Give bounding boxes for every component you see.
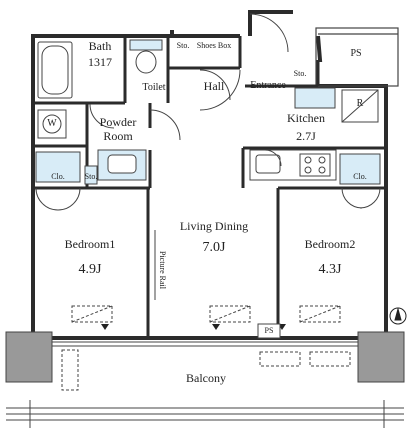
ps-top-label: PS [350, 48, 362, 59]
vanity-sink [97, 149, 147, 181]
bath-size-label: 1317 [88, 55, 112, 69]
columns [5, 331, 405, 383]
closets [35, 151, 381, 185]
bedroom1-label: Bedroom1 [64, 237, 116, 251]
dashed-units [61, 305, 351, 391]
living-dining-label: Living Dining [179, 219, 249, 233]
hall-label: Hall [203, 79, 225, 93]
shoes-box-label: Shoes Box [196, 41, 232, 50]
ps-box-bottom [257, 323, 281, 339]
storage-label-2: Sto. [293, 69, 307, 78]
balcony [6, 400, 404, 428]
closet-right-label: Clo. [353, 172, 367, 181]
ps-bottom-label: PS [264, 326, 274, 335]
balcony-label: Balcony [186, 371, 226, 385]
bedroom1-size-label: 4.9J [78, 262, 102, 277]
picture-rail-label: Picture Rail [158, 251, 167, 289]
toilet-fixture [129, 39, 163, 74]
closet-left-label: Clo. [51, 172, 65, 181]
refrigerator-label: R [356, 98, 364, 109]
compass-icon [389, 307, 407, 325]
powder-room-label-2: Room [103, 129, 133, 143]
ps-shaft-top [315, 27, 399, 87]
bathtub [37, 41, 73, 99]
powder-room-label-1: Powder [99, 115, 137, 129]
storage-label-1: Sto. [176, 41, 190, 50]
living-dining-size-label: 7.0J [202, 240, 226, 255]
washer-label: W [47, 118, 57, 129]
storage-label-3: Sto. [84, 172, 98, 181]
window-frames [52, 341, 360, 347]
kitchen-label: Kitchen [287, 111, 325, 125]
washer [37, 109, 67, 139]
bedroom2-label: Bedroom2 [304, 237, 356, 251]
kitchen-counter [249, 149, 337, 181]
kitchen-size-label: 2.7J [296, 129, 316, 143]
bedroom2-size-label: 4.3J [318, 262, 342, 277]
refrigerator [341, 89, 379, 123]
door-swings [35, 13, 381, 211]
toilet-label: Toilet [142, 82, 166, 93]
entrance-floor [294, 87, 336, 109]
interior-walls [33, 36, 386, 338]
bath-label: Bath [88, 39, 112, 53]
entrance-label: Entrance [250, 80, 286, 91]
